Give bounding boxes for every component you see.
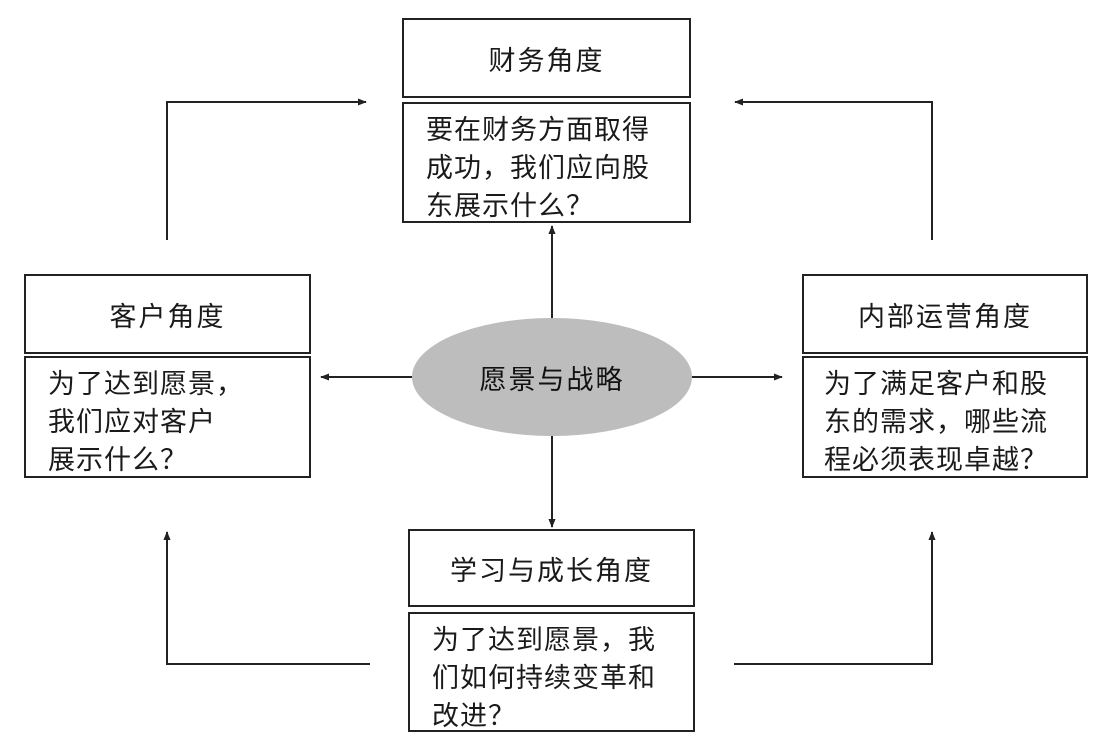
customer-perspective-question: 为了达到愿景， 我们应对客户展示什么？ [24, 356, 311, 478]
arrow-learning-to-internal [734, 531, 936, 665]
learning-perspective-title: 学习与成长角度 [408, 529, 695, 607]
internal-question-line: 为了满足客户和股 [824, 369, 1048, 400]
learning-question-line: 改进？ [432, 701, 516, 732]
learning-question-line: 为了达到愿景，我 [432, 625, 656, 656]
learning-perspective-question: 为了达到愿景，我们如何持续变革和改进？ [408, 612, 695, 732]
customer-question-line: 我们应对客户 [48, 407, 216, 438]
internal-question-line: 东的需求，哪些流 [824, 407, 1048, 438]
vision-strategy-label: 愿景与战略 [479, 364, 625, 396]
internal-perspective-title: 内部运营角度 [802, 274, 1088, 354]
financial-perspective-question: 要在财务方面取得成功，我们应向股东展示什么？ [402, 102, 691, 223]
learning-question-line: 们如何持续变革和 [432, 663, 656, 694]
arrow-internal-to-financial [734, 98, 933, 240]
customer-question-line: 展示什么？ [48, 445, 188, 476]
financial-question-line: 东展示什么？ [426, 191, 594, 222]
internal-perspective-question: 为了满足客户和股东的需求，哪些流程必须表现卓越？ [802, 356, 1088, 478]
financial-question-line: 要在财务方面取得 [426, 115, 650, 146]
arrow-learning-to-customer [163, 531, 370, 665]
vision-strategy-ellipse [412, 318, 692, 436]
financial-perspective-title: 财务角度 [402, 18, 691, 98]
internal-question-line: 程必须表现卓越？ [824, 445, 1048, 476]
customer-question-line: 为了达到愿景， [48, 369, 244, 400]
financial-question-line: 成功，我们应向股 [426, 153, 650, 184]
arrow-customer-to-financial [166, 98, 367, 240]
customer-perspective-title: 客户角度 [24, 274, 311, 354]
